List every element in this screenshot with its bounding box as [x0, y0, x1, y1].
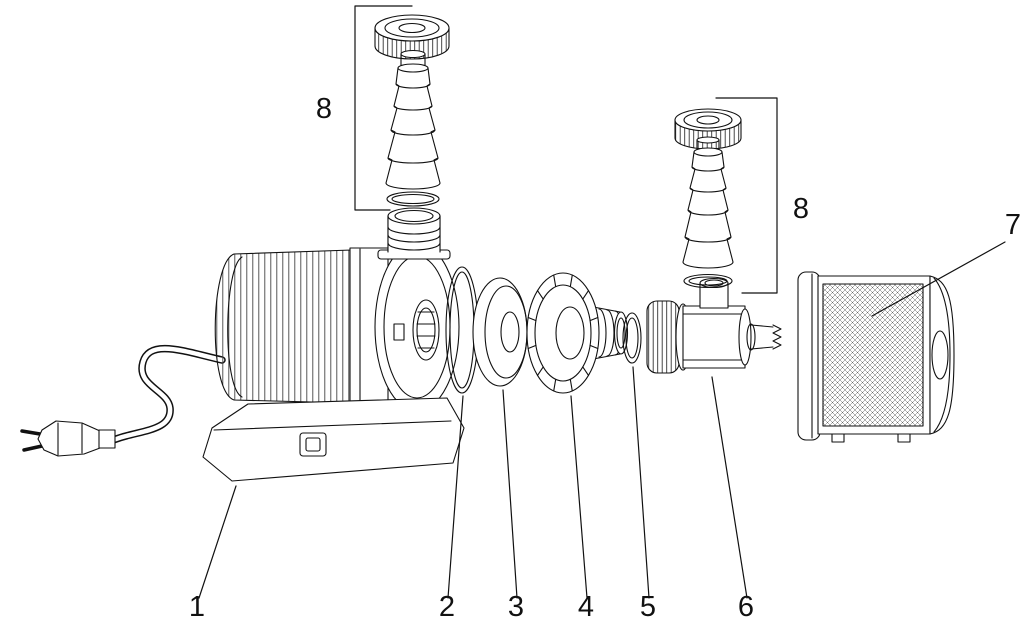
- leader-line-2: [447, 395, 464, 599]
- hose-adapter-set-top: [374, 14, 450, 207]
- part-label-6: 6: [738, 591, 754, 623]
- power-cable: [106, 344, 226, 445]
- part-labels: 1 2 3 4 5 6 7 8 8: [189, 93, 1021, 623]
- pump-base: [202, 397, 465, 482]
- bracket-8-right: [715, 97, 778, 294]
- leader-line-7: [871, 241, 1006, 317]
- leader-line-6: [711, 376, 748, 599]
- hose-adapter-set-right: [674, 108, 742, 289]
- pump-housing-cover: [526, 272, 629, 394]
- pump-outlet-neck: [377, 207, 451, 260]
- leader-line-4: [570, 395, 588, 599]
- hose-connector-fitting: [646, 277, 782, 374]
- leader-lines: [198, 5, 1006, 599]
- part-label-5: 5: [640, 591, 656, 623]
- part-label-1: 1: [189, 591, 205, 623]
- part-label-2: 2: [439, 591, 455, 623]
- pump-inlet: [393, 299, 440, 361]
- part-label-8-top: 8: [316, 93, 332, 125]
- pump-motor-assembly: [20, 207, 465, 482]
- part-label-7: 7: [1005, 209, 1021, 241]
- part-label-4: 4: [578, 591, 594, 623]
- bracket-8-top: [354, 5, 413, 211]
- filter-cage: [797, 271, 955, 443]
- leader-line-1: [198, 485, 237, 599]
- power-plug-icon: [20, 420, 116, 457]
- small-o-ring: [622, 312, 642, 364]
- cover-disc: [472, 277, 528, 387]
- leader-line-3: [502, 389, 518, 599]
- leader-line-5: [632, 366, 650, 599]
- part-label-8-right: 8: [793, 193, 809, 225]
- part-label-3: 3: [508, 591, 524, 623]
- motor-body: [214, 249, 353, 404]
